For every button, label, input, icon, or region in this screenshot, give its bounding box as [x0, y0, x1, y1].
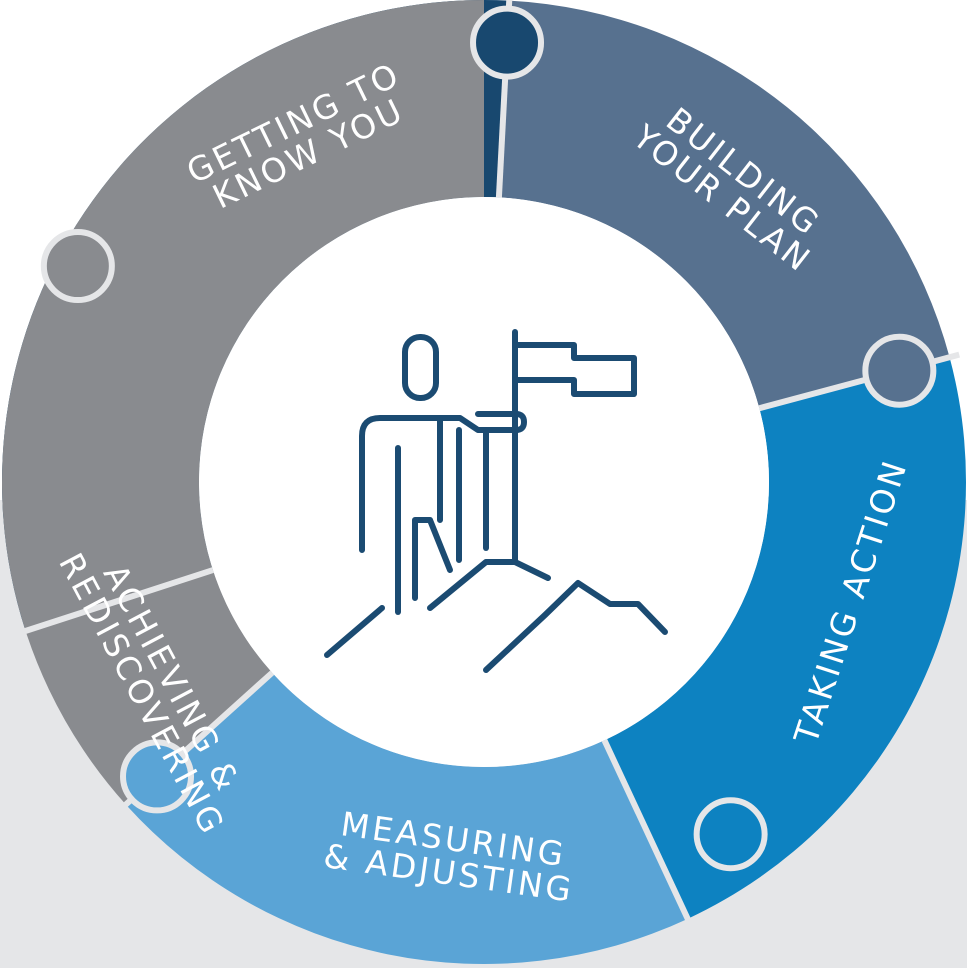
puzzle-tab	[470, 5, 545, 80]
puzzle-tab	[40, 229, 115, 304]
puzzle-tab	[862, 333, 937, 408]
segment-divider	[15, 567, 214, 637]
person-with-flag-on-mountain-icon	[324, 329, 668, 673]
segment-taking-action	[604, 357, 966, 919]
puzzle-tab	[120, 739, 195, 814]
segment-measuring-adjusting	[125, 672, 688, 964]
segment-building-your-plan	[498, 0, 950, 409]
puzzle-tab	[693, 797, 768, 872]
segment-achieving-rediscovering	[1, 0, 484, 805]
segment-divider	[601, 739, 695, 930]
